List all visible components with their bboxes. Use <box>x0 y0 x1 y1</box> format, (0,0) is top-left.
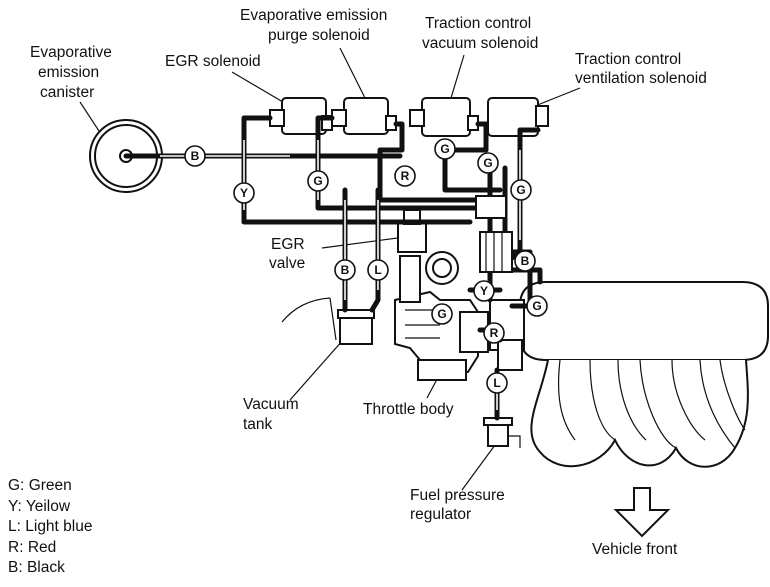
tc-ventilation-solenoid <box>487 97 549 137</box>
hose-tag-g2: G <box>434 138 456 160</box>
hose-tag-r2: R <box>483 322 505 344</box>
svg-text:G: G <box>516 183 525 197</box>
hose-tag-l1: L <box>367 259 389 281</box>
legend-item-light-blue: L: Light blue <box>8 518 93 535</box>
vehicle-front-arrow <box>613 487 671 538</box>
legend-item-black: B: Black <box>8 559 65 576</box>
hose-tag-g1: G <box>307 170 329 192</box>
hose-tag-g4: G <box>510 179 532 201</box>
tc-vacuum-solenoid <box>409 97 479 137</box>
svg-text:G: G <box>313 174 322 188</box>
hose-tag-b1: B <box>184 145 206 167</box>
purge-solenoid-label: Evaporative emission purge solenoid <box>240 7 392 44</box>
svg-text:B: B <box>521 254 530 268</box>
canister-label: Evaporative emission canister <box>30 44 116 101</box>
svg-text:G: G <box>483 156 492 170</box>
svg-text:L: L <box>493 376 500 390</box>
hose-tag-r1: R <box>394 165 416 187</box>
vacuum-tank-label: Vacuum tank <box>243 396 303 433</box>
egr-solenoid-leader <box>231 71 289 106</box>
vehicle-front-label: Vehicle front <box>592 541 678 558</box>
color-legend: G: Green Y: Yeilow L: Light blue R: Red … <box>8 476 92 579</box>
vacuum-tank <box>281 297 375 345</box>
egr-valve-label: EGR valve <box>269 236 309 272</box>
legend-item-yellow: Y: Yeilow <box>8 497 71 515</box>
svg-text:G: G <box>440 142 449 156</box>
hose-tag-b3: B <box>514 250 536 272</box>
throttle-pulley <box>425 251 459 285</box>
fuel-regulator-leader <box>461 444 496 491</box>
hose-tag-y1: Y <box>233 182 255 204</box>
svg-text:G: G <box>532 299 541 313</box>
svg-text:Y: Y <box>240 186 248 200</box>
intake-manifold <box>489 281 769 468</box>
tc-ventilation-solenoid-label: Traction control ventilation solenoid <box>575 51 707 87</box>
hose-tag-b2: B <box>334 259 356 281</box>
legend-item-green: G: Green <box>8 477 72 494</box>
svg-text:B: B <box>341 263 350 277</box>
fuel-pressure-regulator <box>483 417 521 448</box>
purge-solenoid <box>331 97 397 135</box>
egr-solenoid <box>269 97 333 135</box>
egr-solenoid-label: EGR solenoid <box>165 53 261 70</box>
hose-tag-l2: L <box>486 372 508 394</box>
hose-tag-g6: G <box>431 303 453 325</box>
hose-tag-g3: G <box>477 152 499 174</box>
purge-solenoid-leader <box>339 47 369 105</box>
hose-connector-block <box>475 195 513 273</box>
svg-text:B: B <box>191 149 200 163</box>
egr-valve-leader <box>321 236 406 249</box>
svg-text:R: R <box>401 169 410 183</box>
svg-text:G: G <box>437 307 446 321</box>
svg-text:R: R <box>490 326 499 340</box>
svg-text:L: L <box>374 263 381 277</box>
egr-valve <box>397 209 427 253</box>
hose-tag-g5: G <box>526 295 548 317</box>
legend-item-red: R: Red <box>8 538 57 556</box>
svg-text:Y: Y <box>480 284 488 298</box>
fuel-regulator-label: Fuel pressure regulator <box>410 487 509 523</box>
vacuum-tank-leader <box>289 339 344 401</box>
tc-vacuum-solenoid-label: Traction control vacuum solenoid <box>422 15 538 52</box>
hose-tag-y2: Y <box>473 280 495 302</box>
throttle-body-label: Throttle body <box>363 401 454 418</box>
throttle-body <box>394 255 489 381</box>
